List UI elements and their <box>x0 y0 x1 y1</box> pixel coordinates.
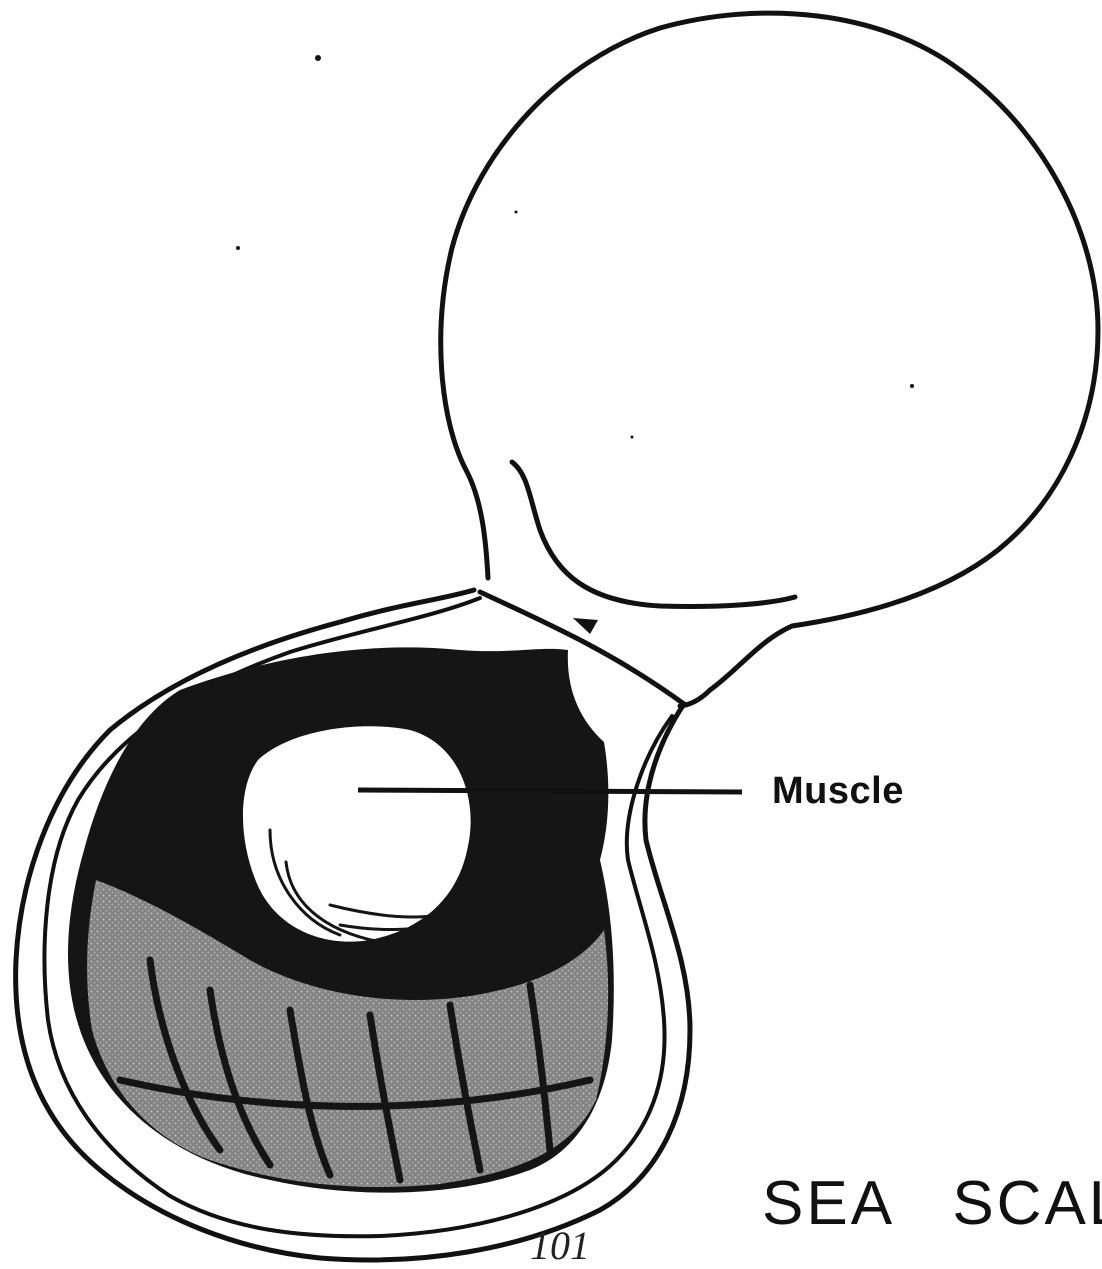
muscle-label: Muscle <box>772 770 904 813</box>
muscle-leader-line <box>358 790 742 792</box>
specks <box>236 55 914 439</box>
hinge-notch <box>573 618 598 634</box>
page-number: 101 <box>530 1222 590 1269</box>
diagram-title: SEA SCAL <box>762 1168 1102 1239</box>
valve-inner-curve <box>512 462 795 607</box>
